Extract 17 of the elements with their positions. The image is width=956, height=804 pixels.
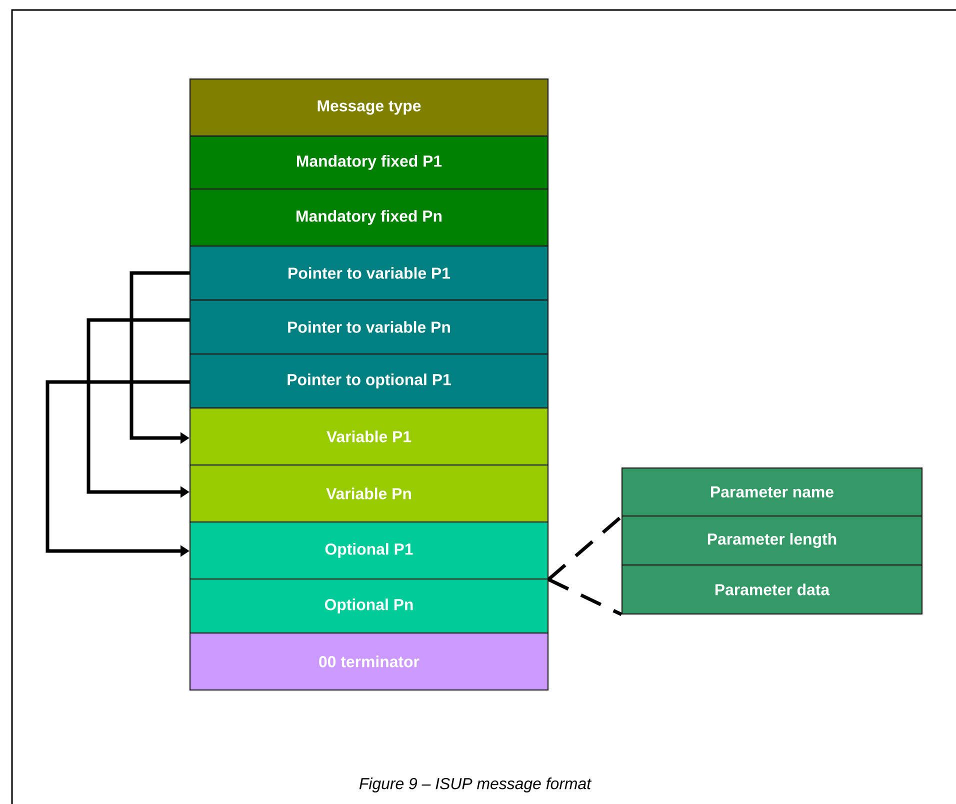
caption: Figure 9 – ISUP message format [359,778,592,792]
field-box: Variable Pn [190,464,548,522]
field-box: 00 terminator [190,632,548,690]
parameter-box: Parameter data [622,564,922,614]
field-box: Pointer to optional P1 [190,353,548,408]
field-box: Pointer to variable Pn [190,299,548,354]
parameter-box: Parameter length [622,515,922,566]
dashed-line [548,578,622,616]
field-box: Variable P1 [190,407,548,466]
field-box: Message type [190,78,548,136]
field-box: Mandatory fixed Pn [190,188,548,246]
field-box: Optional P1 [190,521,548,580]
field-box: Mandatory fixed P1 [190,135,548,190]
field-box: Pointer to variable P1 [190,245,548,300]
field-box: Optional Pn [190,578,548,634]
parameter-box: Parameter name [622,467,922,516]
dashed-line [547,515,623,581]
